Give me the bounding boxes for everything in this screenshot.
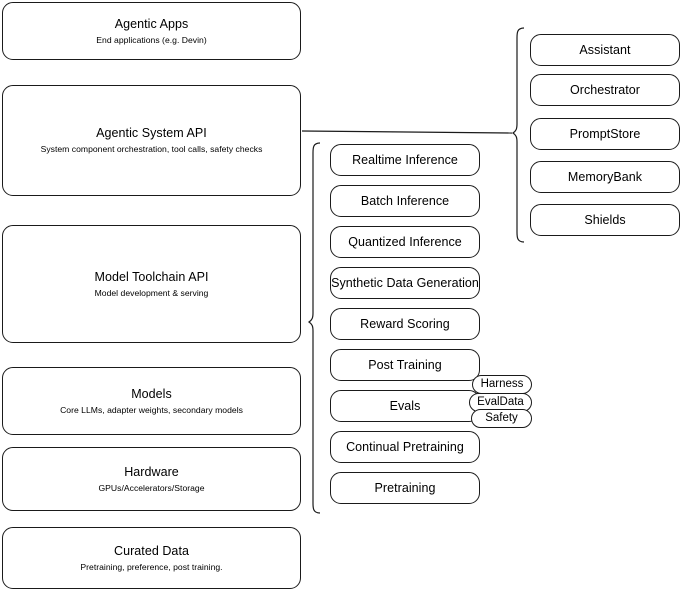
layer-model-toolchain-api[interactable]: Model Toolchain API Model development & … (2, 225, 301, 343)
layer-title: Agentic System API (96, 126, 207, 140)
component-label: Shields (584, 212, 626, 227)
layer-title: Curated Data (114, 543, 189, 558)
component-memorybank[interactable]: MemoryBank (530, 161, 680, 193)
layer-curated-data[interactable]: Curated Data Pretraining, preference, po… (2, 527, 301, 589)
capability-continual-pretraining[interactable]: Continual Pretraining (330, 431, 480, 463)
layer-models[interactable]: Models Core LLMs, adapter weights, secon… (2, 367, 301, 435)
eval-pill-harness[interactable]: Harness (472, 375, 532, 394)
capability-label: Pretraining (374, 480, 436, 495)
component-label: Assistant (579, 42, 631, 57)
capability-label: Evals (389, 398, 421, 413)
layer-title: Hardware (124, 464, 179, 479)
capability-label: Synthetic Data Generation (331, 275, 479, 290)
component-orchestrator[interactable]: Orchestrator (530, 74, 680, 106)
layer-title: Model Toolchain API (94, 269, 209, 284)
component-shields[interactable]: Shields (530, 204, 680, 236)
capability-label: Continual Pretraining (346, 439, 464, 454)
layer-title: Agentic Apps (114, 16, 189, 31)
eval-pill-label: EvalData (477, 396, 524, 408)
capability-label: Batch Inference (360, 193, 450, 208)
layer-title: Models (131, 386, 172, 401)
capability-label: Realtime Inference (352, 152, 458, 167)
layer-agentic-system-api[interactable]: Agentic System API System component orch… (2, 85, 301, 196)
component-label: Orchestrator (569, 82, 641, 97)
capability-label: Quantized Inference (348, 234, 462, 249)
component-label: PromptStore (569, 126, 641, 141)
capability-quantized-inference[interactable]: Quantized Inference (330, 226, 480, 258)
eval-pill-label: Safety (485, 412, 518, 424)
capability-post-training[interactable]: Post Training (330, 349, 480, 381)
component-assistant[interactable]: Assistant (530, 34, 680, 66)
curly-brace-middle-column (307, 142, 321, 514)
capability-label: Post Training (368, 357, 442, 372)
layer-subtitle: Pretraining, preference, post training. (80, 561, 223, 572)
layer-hardware[interactable]: Hardware GPUs/Accelerators/Storage (2, 447, 301, 511)
capability-reward-scoring[interactable]: Reward Scoring (330, 308, 480, 340)
capability-evals[interactable]: Evals (330, 390, 480, 422)
capability-label: Reward Scoring (360, 316, 450, 331)
capability-batch-inference[interactable]: Batch Inference (330, 185, 480, 217)
capability-realtime-inference[interactable]: Realtime Inference (330, 144, 480, 176)
eval-pill-label: Harness (480, 378, 524, 390)
component-label: MemoryBank (567, 169, 643, 184)
layer-subtitle: End applications (e.g. Devin) (96, 34, 207, 45)
capability-synthetic-data-generation[interactable]: Synthetic Data Generation (330, 267, 480, 299)
component-promptstore[interactable]: PromptStore (530, 118, 680, 150)
layer-subtitle: GPUs/Accelerators/Storage (98, 482, 205, 493)
layer-agentic-apps[interactable]: Agentic Apps End applications (e.g. Devi… (2, 2, 301, 60)
curly-brace-right-column (511, 27, 525, 243)
connector-line-agentic-api (301, 130, 513, 134)
layer-subtitle: System component orchestration, tool cal… (40, 144, 263, 154)
capability-pretraining[interactable]: Pretraining (330, 472, 480, 504)
eval-pill-safety[interactable]: Safety (471, 409, 532, 428)
layer-subtitle: Core LLMs, adapter weights, secondary mo… (60, 404, 243, 415)
layer-subtitle: Model development & serving (94, 287, 209, 298)
